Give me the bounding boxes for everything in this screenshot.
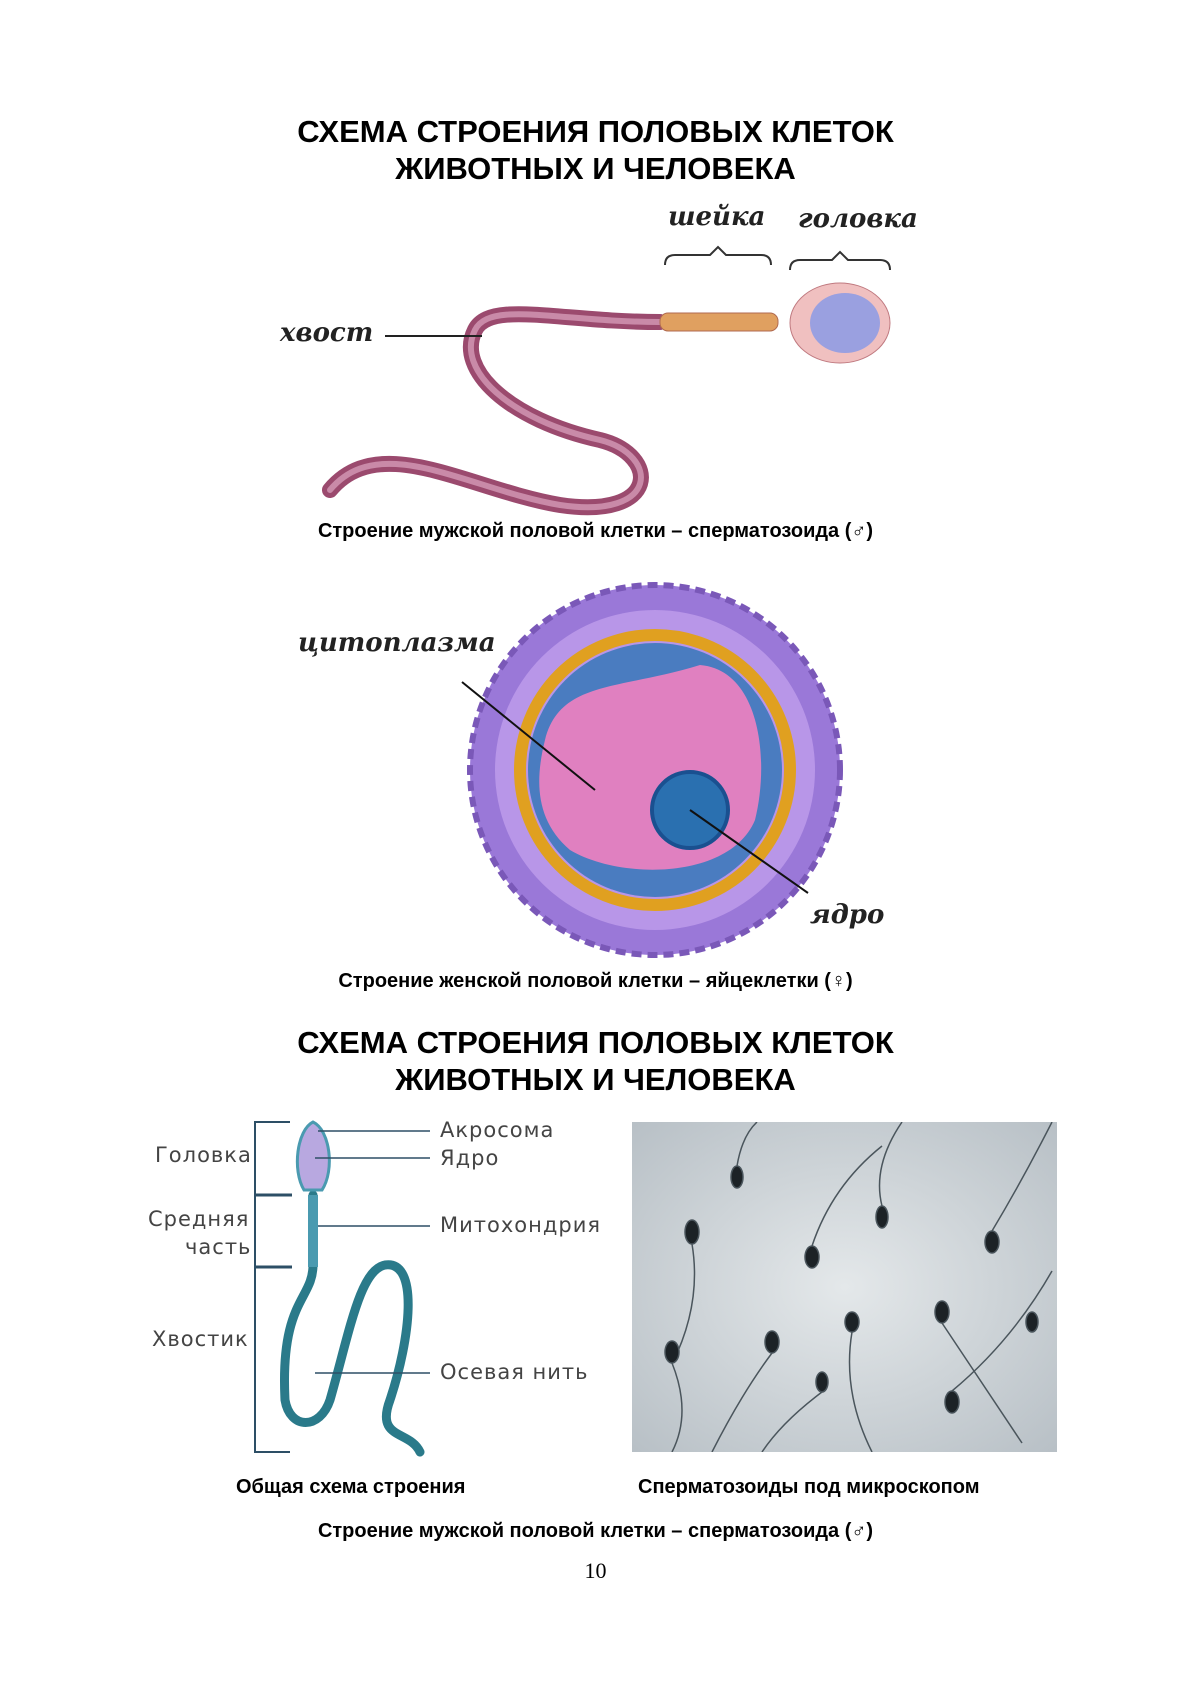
caption-general-scheme: Общая схема строения: [236, 1476, 466, 1498]
label-head: Головка: [155, 1143, 252, 1167]
label-middle: Средняя: [148, 1207, 250, 1231]
caption-sperm: Строение мужской половой клетки – сперма…: [317, 520, 874, 542]
egg-illustration: [461, 582, 843, 958]
label-cytoplasm: цитоплазма: [298, 628, 496, 658]
title-line: СХЕМА СТРОЕНИЯ ПОЛОВЫХ КЛЕТОК: [297, 114, 894, 149]
label-acrosome: Акросома: [440, 1118, 555, 1142]
title-line: ЖИВОТНЫХ И ЧЕЛОВЕКА: [395, 1062, 796, 1097]
label-head: головка: [798, 204, 918, 234]
label-middle: часть: [185, 1235, 252, 1259]
caption-sperm-2: Строение мужской половой клетки – сперма…: [317, 1520, 874, 1542]
title-line: СХЕМА СТРОЕНИЯ ПОЛОВЫХ КЛЕТОК: [297, 1025, 894, 1060]
caption-microscope: Сперматозоиды под микроскопом: [638, 1476, 980, 1498]
page-title-1: СХЕМА СТРОЕНИЯ ПОЛОВЫХ КЛЕТОК ЖИВОТНЫХ И…: [0, 113, 1191, 187]
label-tail: хвост: [280, 318, 374, 348]
title-line: ЖИВОТНЫХ И ЧЕЛОВЕКА: [395, 151, 796, 186]
label-axial-filament: Осевая нить: [440, 1360, 589, 1384]
label-tail: Хвостик: [152, 1327, 249, 1351]
sperm-illustration: [322, 245, 891, 516]
label-neck: шейка: [668, 202, 766, 232]
caption-egg: Строение женской половой клетки – яйцекл…: [338, 970, 853, 992]
label-mitochondria: Митохондрия: [440, 1213, 601, 1237]
page-number: 10: [584, 1558, 607, 1583]
microscope-photo: [632, 1122, 1057, 1452]
label-nucleus: Ядро: [440, 1146, 500, 1170]
label-nucleus: ядро: [810, 900, 885, 930]
page-title-2: СХЕМА СТРОЕНИЯ ПОЛОВЫХ КЛЕТОК ЖИВОТНЫХ И…: [0, 1024, 1191, 1098]
